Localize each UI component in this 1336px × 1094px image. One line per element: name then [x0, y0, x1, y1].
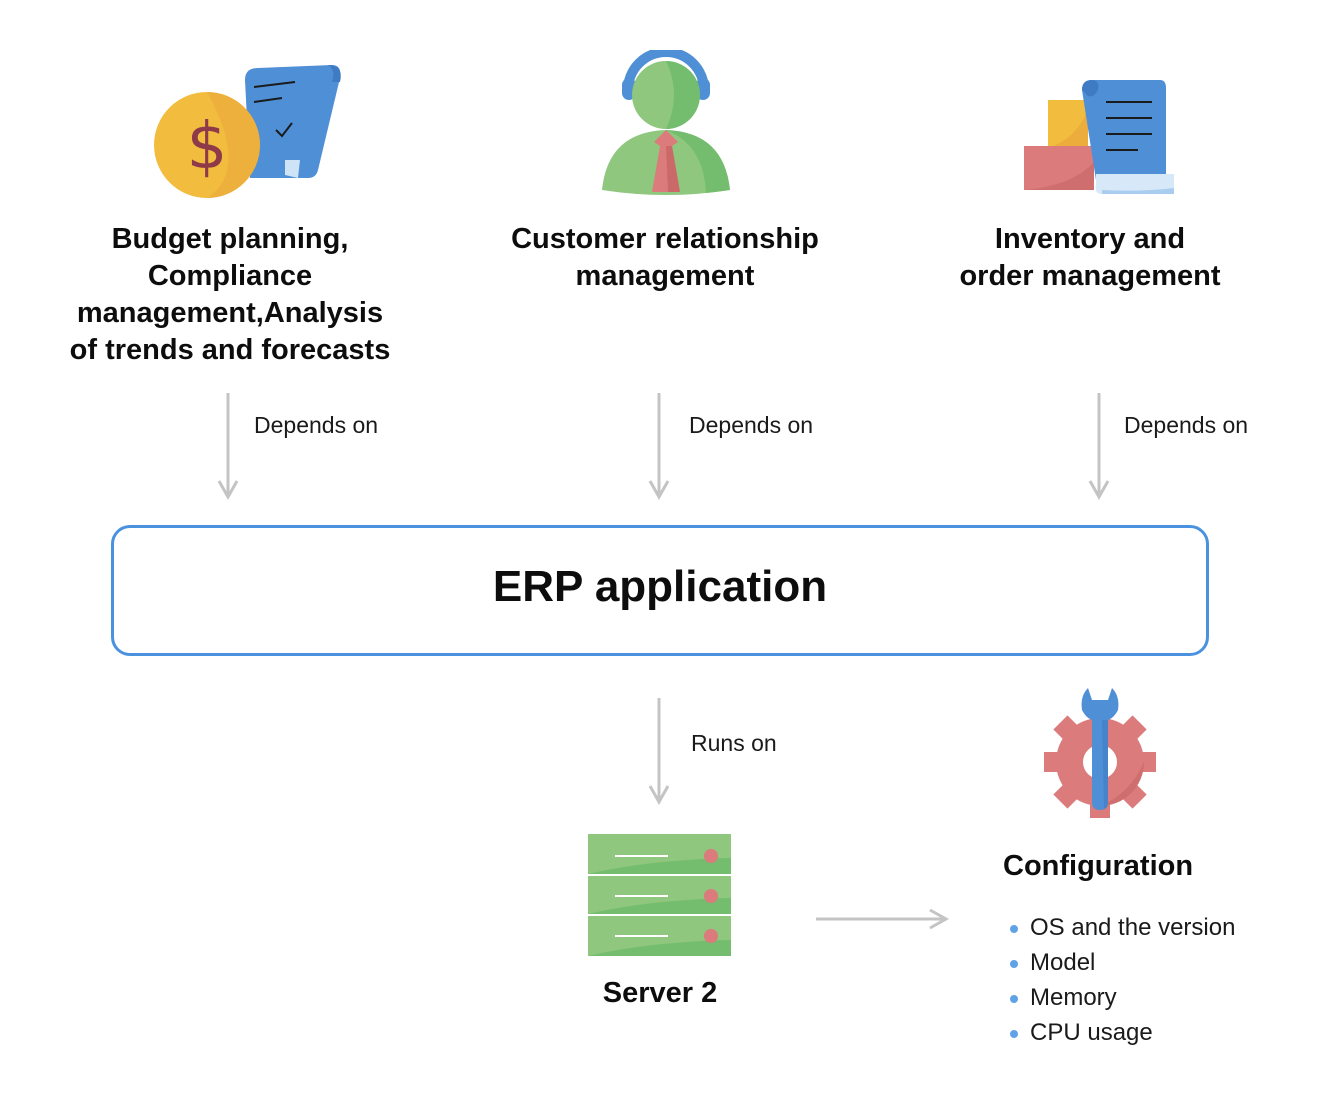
- configuration-item-text: Model: [1030, 949, 1096, 976]
- depends-on-arrow-budget: [217, 393, 239, 501]
- inventory-module-title: Inventory and order management: [900, 221, 1280, 295]
- erp-application-title: ERP application: [492, 562, 828, 611]
- bullet-icon: [1010, 925, 1018, 933]
- configuration-item: Memory: [1008, 980, 1235, 1015]
- configuration-item-text: OS and the version: [1030, 914, 1236, 941]
- title-line: of trends and forecasts: [69, 334, 391, 366]
- budget-module-title: Budget planning, Compliance management,A…: [40, 221, 420, 369]
- runs-on-label: Runs on: [691, 730, 777, 756]
- title-line: Inventory and: [994, 223, 1186, 255]
- depends-on-label: Depends on: [689, 412, 814, 438]
- configuration-item-text: CPU usage: [1030, 1019, 1153, 1046]
- depends-on-label: Depends on: [1124, 412, 1249, 438]
- server-rack-icon: [588, 834, 731, 958]
- depends-on-arrow-inventory: [1088, 393, 1110, 501]
- depends-on-label: Depends on: [254, 412, 379, 438]
- budget-coin-document-icon: $: [150, 60, 345, 200]
- svg-text:$: $: [187, 110, 228, 184]
- configuration-title: Configuration: [1003, 850, 1194, 882]
- configuration-item-text: Memory: [1030, 984, 1117, 1011]
- configuration-item: CPU usage: [1008, 1015, 1235, 1050]
- bullet-icon: [1010, 960, 1018, 968]
- title-line: management: [575, 260, 755, 292]
- title-line: order management: [959, 260, 1221, 292]
- configuration-item: Model: [1008, 945, 1235, 980]
- customer-support-person-icon: [598, 50, 734, 200]
- server-to-configuration-arrow: [816, 908, 950, 930]
- title-line: Budget planning,: [111, 223, 349, 255]
- gear-wrench-icon: [1042, 684, 1158, 820]
- title-line: Compliance: [147, 260, 313, 292]
- configuration-list: OS and the version Model Memory CPU usag…: [1008, 910, 1235, 1050]
- crm-module-title: Customer relationship management: [465, 221, 865, 295]
- runs-on-arrow: [648, 698, 670, 806]
- bullet-icon: [1010, 1030, 1018, 1038]
- erp-application-node: ERP application: [111, 525, 1209, 656]
- title-line: Customer relationship: [511, 223, 819, 255]
- title-line: management,Analysis: [76, 297, 384, 329]
- inventory-boxes-document-icon: [1022, 78, 1177, 200]
- configuration-item: OS and the version: [1008, 910, 1235, 945]
- server-label: Server 2: [602, 977, 718, 1009]
- bullet-icon: [1010, 995, 1018, 1003]
- depends-on-arrow-crm: [648, 393, 670, 501]
